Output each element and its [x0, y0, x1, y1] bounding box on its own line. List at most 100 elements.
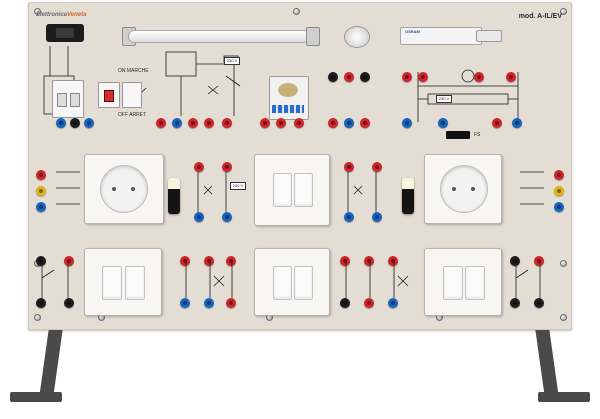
jack-black[interactable] [36, 298, 46, 308]
jack-red[interactable] [156, 118, 166, 128]
jack-red[interactable] [344, 72, 354, 82]
jack-blue[interactable] [204, 298, 214, 308]
lamp-voltage-label: 230 V [230, 182, 246, 190]
brand-logo: ElettronicaVeneta [36, 12, 87, 18]
jack-red[interactable] [204, 256, 214, 266]
jack-red[interactable] [36, 170, 46, 180]
jack-blue[interactable] [344, 118, 354, 128]
jack-blue[interactable] [36, 202, 46, 212]
jack-red[interactable] [294, 118, 304, 128]
jack-red[interactable] [226, 256, 236, 266]
jack-red[interactable] [492, 118, 502, 128]
jack-red[interactable] [180, 256, 190, 266]
switch-symbol-icon [41, 171, 544, 298]
breaker-icon[interactable] [122, 82, 142, 108]
jack-earth[interactable] [554, 186, 564, 196]
tube-cap-right [306, 27, 320, 46]
fluorescent-tube-icon [128, 30, 310, 43]
jack-red[interactable] [388, 256, 398, 266]
socket-pin [112, 187, 116, 191]
indicator-lamp-icon [168, 178, 180, 214]
jack-black[interactable] [36, 256, 46, 266]
jack-black[interactable] [340, 298, 350, 308]
panel-screw [560, 8, 567, 15]
stand-leg-right [535, 330, 559, 396]
double-switch-rocker[interactable] [273, 173, 292, 207]
breaker-icon[interactable] [52, 80, 84, 118]
jack-red[interactable] [402, 72, 412, 82]
jack-red[interactable] [276, 118, 286, 128]
jack-black[interactable] [510, 256, 520, 266]
jack-red[interactable] [188, 118, 198, 128]
jack-black[interactable] [534, 298, 544, 308]
jack-red[interactable] [222, 162, 232, 172]
panel-screw [560, 260, 567, 267]
jack-red[interactable] [260, 118, 270, 128]
double-switch-rocker[interactable] [294, 173, 313, 207]
jack-red[interactable] [226, 298, 236, 308]
jack-red[interactable] [554, 170, 564, 180]
stand-foot-right [538, 392, 590, 402]
jack-blue[interactable] [372, 212, 382, 222]
panel-screw [293, 8, 300, 15]
jack-blue[interactable] [402, 118, 412, 128]
double-switch-rocker[interactable] [465, 266, 485, 300]
plug-inlet-icon[interactable] [46, 24, 84, 42]
socket-icon[interactable] [100, 165, 148, 213]
starter-icon[interactable] [344, 26, 370, 48]
jack-red[interactable] [506, 72, 516, 82]
ballast-icon: OSRAM [400, 27, 482, 45]
jack-red[interactable] [534, 256, 544, 266]
jack-blue[interactable] [172, 118, 182, 128]
panel-screw [34, 8, 41, 15]
timer-relay-icon[interactable] [269, 76, 309, 120]
jack-blue[interactable] [344, 212, 354, 222]
jack-black[interactable] [510, 298, 520, 308]
double-switch-rocker[interactable] [125, 266, 145, 300]
jack-blue[interactable] [84, 118, 94, 128]
jack-black[interactable] [328, 72, 338, 82]
double-switch-rocker[interactable] [294, 266, 313, 300]
jack-red[interactable] [418, 72, 428, 82]
jack-black[interactable] [64, 298, 74, 308]
jack-blue[interactable] [222, 212, 232, 222]
jack-red[interactable] [360, 118, 370, 128]
jack-black[interactable] [360, 72, 370, 82]
double-switch-rocker[interactable] [273, 266, 292, 300]
double-switch-rocker[interactable] [102, 266, 122, 300]
jack-blue[interactable] [56, 118, 66, 128]
jack-red[interactable] [364, 256, 374, 266]
jack-red[interactable] [344, 162, 354, 172]
lamp-voltage-label: 230 V [436, 95, 452, 103]
jack-red[interactable] [204, 118, 214, 128]
jack-red[interactable] [194, 162, 204, 172]
jack-red[interactable] [328, 118, 338, 128]
socket-module [84, 154, 164, 224]
jack-blue[interactable] [180, 298, 190, 308]
jack-earth[interactable] [36, 186, 46, 196]
fluorescent-wiring-diagram [417, 69, 519, 122]
breaker-diff-icon[interactable] [98, 82, 120, 108]
fuse-icon[interactable] [446, 131, 470, 139]
panel-screw [34, 314, 41, 321]
socket-module [424, 154, 502, 224]
jack-blue[interactable] [512, 118, 522, 128]
jack-blue[interactable] [388, 298, 398, 308]
lamp-voltage-label: 230 V [224, 57, 240, 65]
jack-blue[interactable] [194, 212, 204, 222]
socket-icon[interactable] [440, 165, 488, 213]
jack-red[interactable] [372, 162, 382, 172]
jack-red[interactable] [64, 256, 74, 266]
socket-pin [471, 187, 475, 191]
jack-blue[interactable] [554, 202, 564, 212]
jack-red[interactable] [222, 118, 232, 128]
breaker-on-label: ON MARCHE [118, 68, 149, 74]
jack-black[interactable] [70, 118, 80, 128]
ballast-brand: OSRAM [405, 29, 420, 34]
jack-blue[interactable] [438, 118, 448, 128]
jack-red[interactable] [474, 72, 484, 82]
jack-red[interactable] [364, 298, 374, 308]
double-switch-rocker[interactable] [443, 266, 463, 300]
socket-pin [131, 187, 135, 191]
jack-red[interactable] [340, 256, 350, 266]
